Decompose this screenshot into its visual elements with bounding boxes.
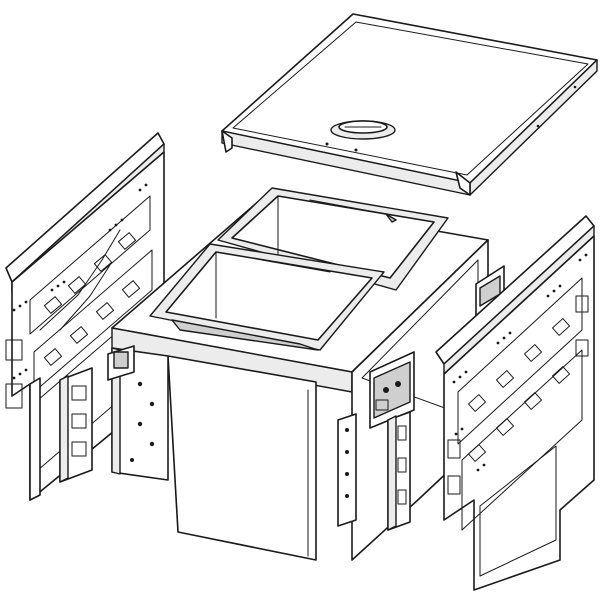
lid-right-end xyxy=(455,171,471,196)
lid-left-end xyxy=(221,130,233,153)
left-panel-hole-rows xyxy=(12,183,148,380)
lid-inner-border xyxy=(232,21,589,176)
left-runner xyxy=(107,345,135,381)
lid xyxy=(221,13,598,196)
right-panel-hole-rows xyxy=(452,253,588,472)
lid-handle xyxy=(325,120,396,152)
right-side-panel xyxy=(435,215,595,591)
right-panel-slots xyxy=(447,295,589,495)
front-bucket xyxy=(149,243,385,351)
left-bracket xyxy=(59,367,93,483)
front-bucket-rim-inner xyxy=(165,251,373,341)
left-panel-slots xyxy=(5,232,141,409)
front-bin-body xyxy=(167,355,317,561)
lid-top-plate xyxy=(221,13,598,184)
right-upper-runner xyxy=(475,265,505,317)
center-bracket xyxy=(337,413,357,527)
right-small-bracket xyxy=(387,411,411,531)
right-runner xyxy=(369,351,415,429)
